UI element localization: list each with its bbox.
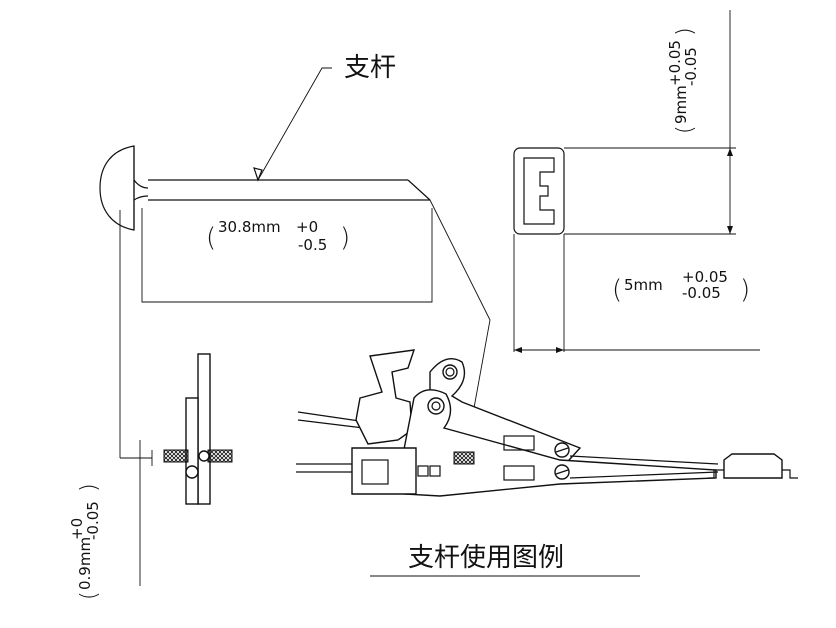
length-dimension-bracket: [141, 208, 433, 303]
hatched-board-right: [207, 449, 233, 463]
svg-text:(: (: [612, 275, 622, 305]
svg-text:+0: +0: [68, 518, 86, 540]
pin-cross-section: [513, 10, 760, 353]
length-dimension: ( 30.8mm +0 -0.5 ): [206, 218, 350, 254]
svg-text:0.9mm: 0.9mm: [76, 537, 94, 590]
svg-text:): ): [77, 483, 102, 492]
svg-text:(: (: [77, 591, 102, 600]
smd-component: [723, 453, 783, 479]
mini-assembly: [119, 210, 233, 586]
hatched-clip: [453, 451, 475, 465]
svg-text:-0.5: -0.5: [298, 236, 327, 254]
pin-name-label: 支杆: [344, 53, 396, 83]
svg-text:): ): [673, 27, 698, 36]
width-dimension: ( 5mm +0.05 -0.05 ): [612, 268, 750, 305]
svg-text:): ): [340, 223, 350, 253]
support-pin-view: [99, 67, 433, 303]
diameter-dimension: ( 0.9mm +0 -0.05 ): [68, 483, 102, 600]
svg-text:+0: +0: [296, 218, 318, 236]
svg-text:9mm: 9mm: [672, 85, 690, 124]
svg-text:-0.05: -0.05: [682, 47, 700, 86]
svg-text:+0.05: +0.05: [682, 268, 728, 286]
svg-text:-0.05: -0.05: [84, 501, 102, 540]
caption-label: 支杆使用图例: [408, 543, 564, 573]
svg-text:5mm: 5mm: [624, 276, 663, 294]
pin-head: [99, 145, 135, 231]
hatched-board-left: [163, 449, 189, 463]
clip-assembly: [296, 199, 798, 497]
svg-text:-0.05: -0.05: [682, 284, 721, 302]
svg-text:(: (: [206, 223, 216, 253]
svg-text:+0.05: +0.05: [666, 40, 684, 86]
svg-text:30.8mm: 30.8mm: [218, 218, 281, 236]
svg-text:): ): [740, 275, 750, 305]
height-dimension: ( 9mm +0.05 -0.05 ): [666, 27, 700, 134]
svg-text:(: (: [673, 125, 698, 134]
pin-label-leader: [257, 67, 332, 181]
